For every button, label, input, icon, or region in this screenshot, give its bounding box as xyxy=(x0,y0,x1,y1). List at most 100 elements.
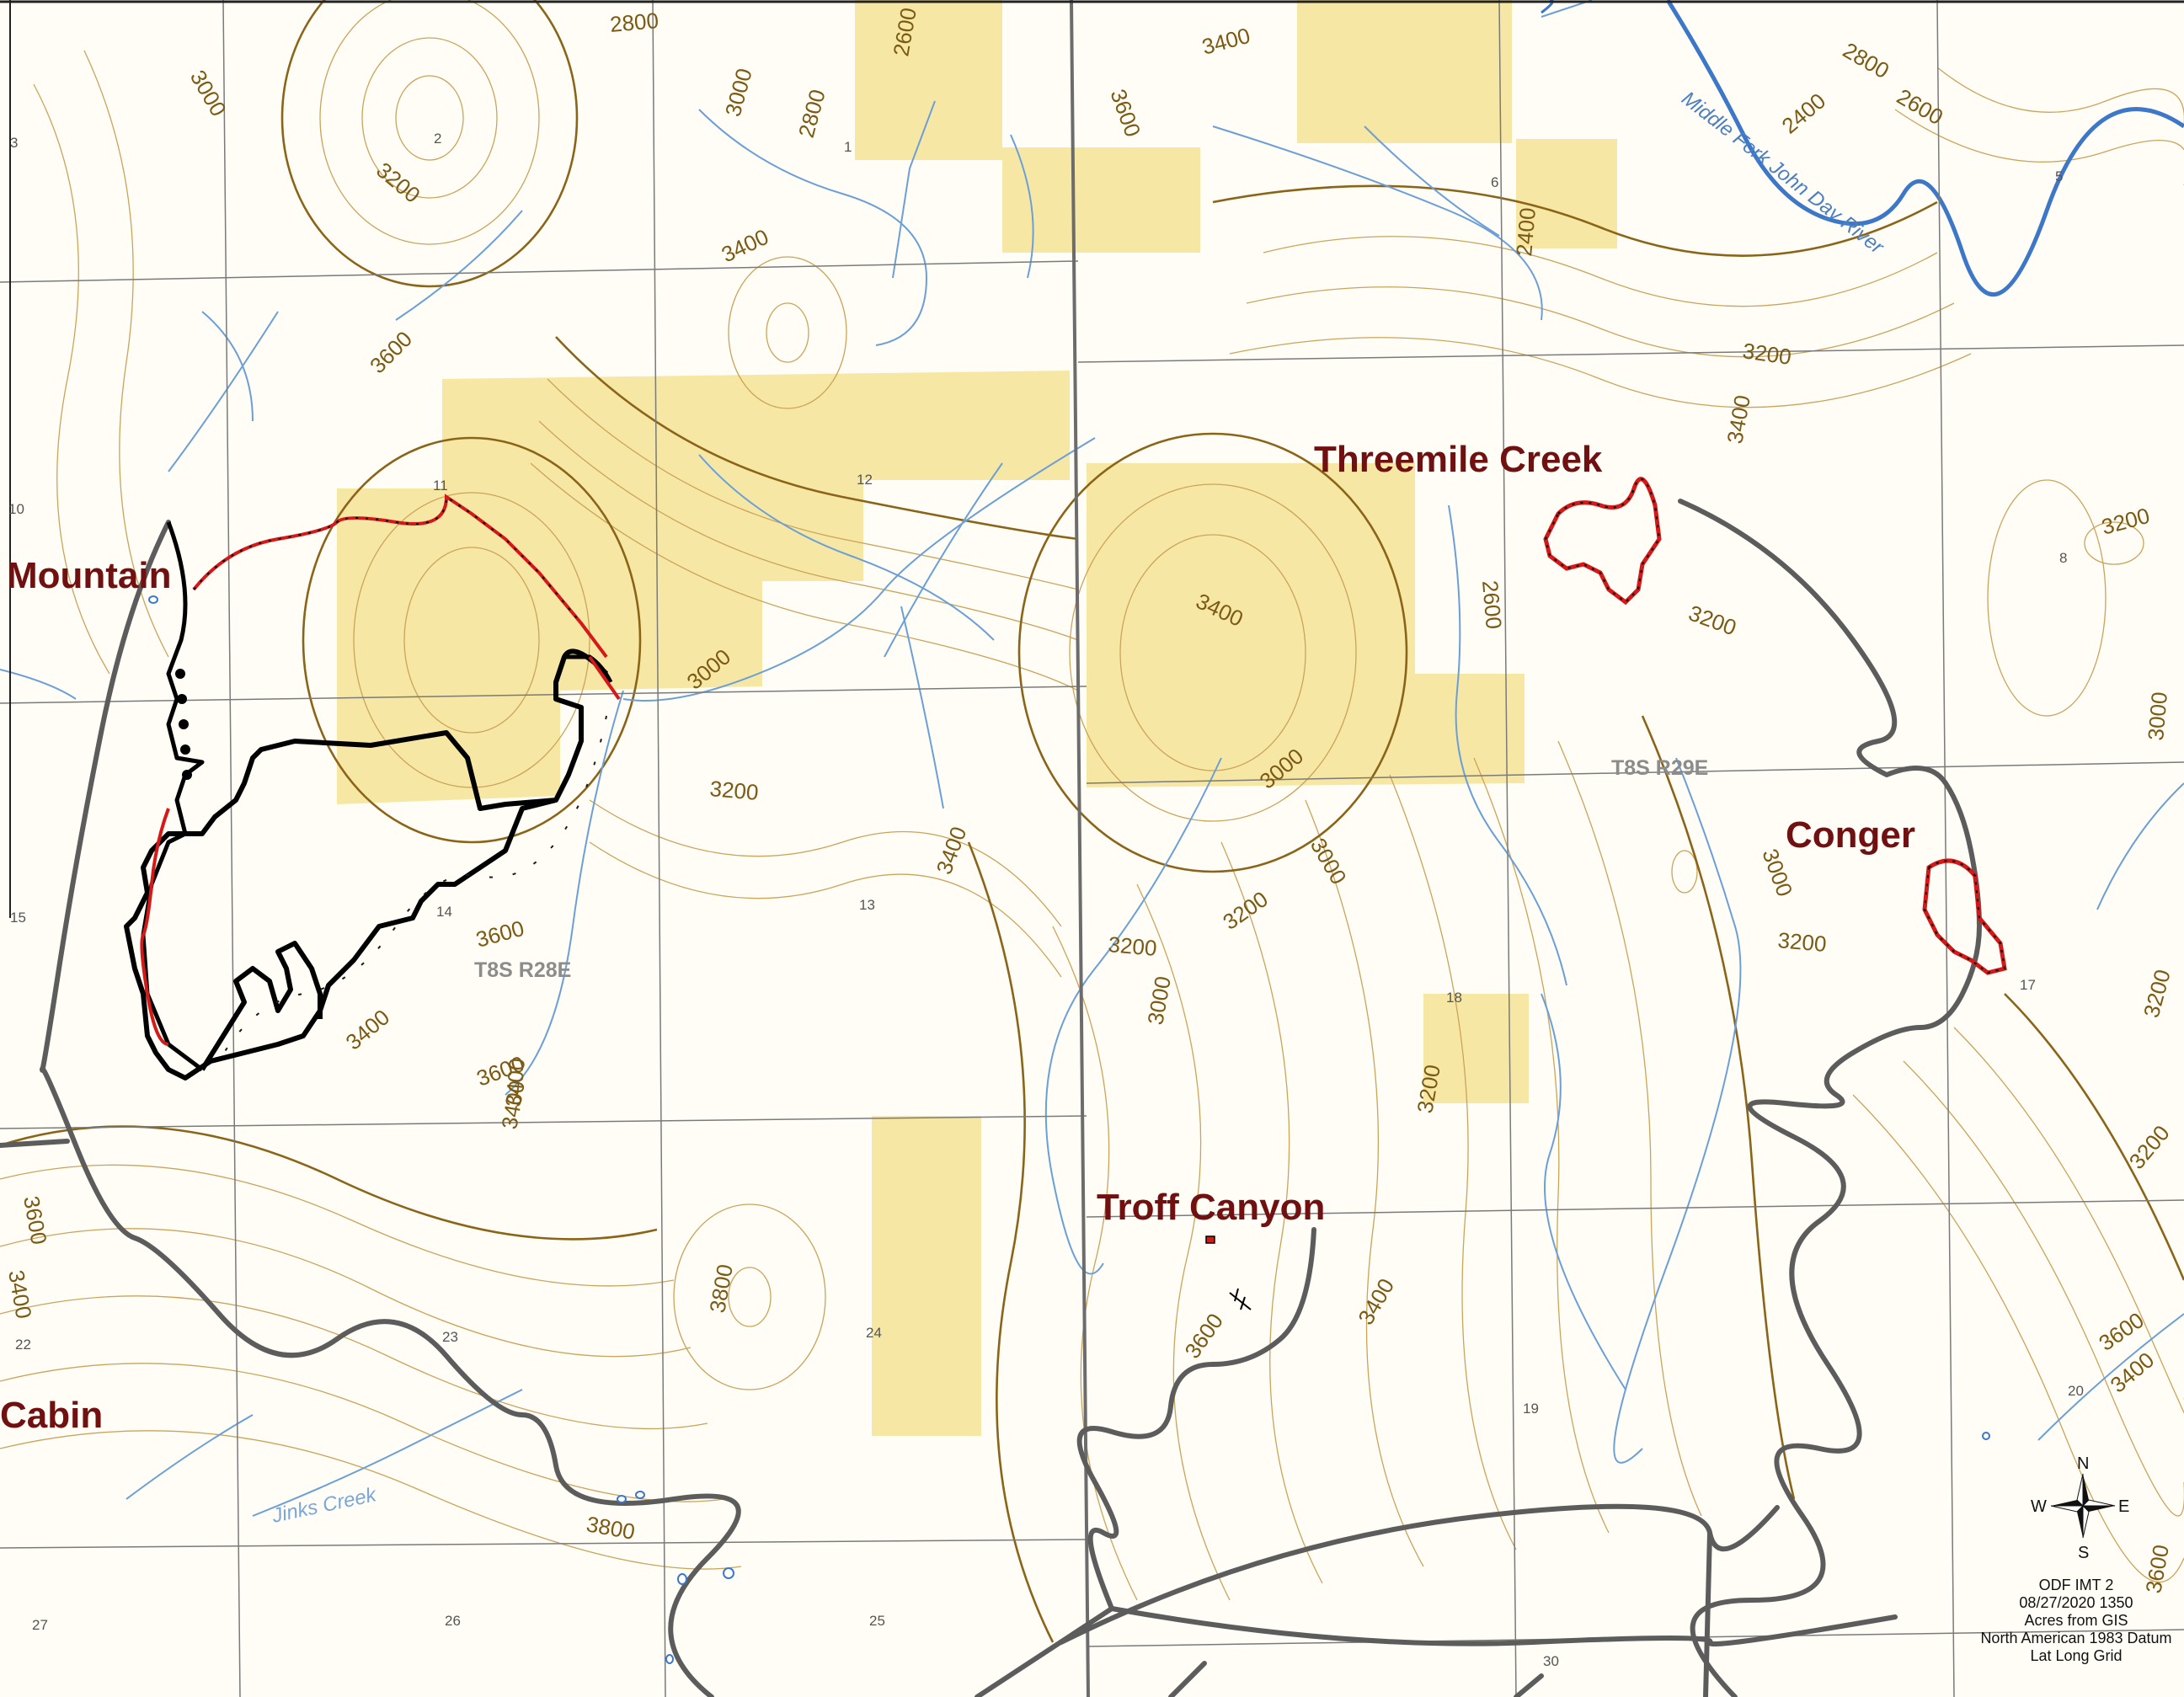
road xyxy=(1703,1530,1712,1697)
stream xyxy=(505,690,624,1096)
fire-perimeter-line xyxy=(141,521,205,1071)
fire-perimeter-line xyxy=(200,941,323,1071)
contour-line xyxy=(0,1295,708,1429)
stream xyxy=(1541,993,1626,1390)
compass-label-north: N xyxy=(2077,1454,2089,1473)
contour-line xyxy=(1389,774,1517,1550)
grid-line xyxy=(652,0,666,1697)
private-land-parcel xyxy=(1087,463,1525,787)
pond xyxy=(617,1495,627,1503)
index-contours xyxy=(0,0,2184,1643)
private-land-parcel xyxy=(1002,147,1200,253)
fire-line-hatch xyxy=(193,495,582,624)
troff-fire-perimeter xyxy=(1205,1235,1252,1310)
map-info-line: Acres from GIS xyxy=(2024,1612,2128,1629)
contour-label: 3000 xyxy=(2143,691,2172,741)
stream xyxy=(2096,782,2184,910)
contour-label: 3600 xyxy=(365,326,417,378)
contour-line xyxy=(728,1267,772,1327)
private-land-parcel xyxy=(337,371,1070,804)
fire-point xyxy=(177,694,187,704)
contour-label: 3200 xyxy=(2099,503,2153,540)
contour-line xyxy=(1987,479,2107,717)
section-number: 22 xyxy=(15,1337,31,1353)
map-info-line: 08/27/2020 1350 xyxy=(2019,1594,2133,1611)
pond xyxy=(148,595,158,604)
contour-line xyxy=(0,1363,725,1502)
compass-shade xyxy=(2050,1505,2085,1513)
stream xyxy=(622,437,1096,702)
stream xyxy=(252,1389,523,1517)
contour-label: 3800 xyxy=(704,1262,738,1315)
compass-shade xyxy=(2081,1499,2116,1507)
section-number: 11 xyxy=(433,478,448,494)
pond xyxy=(1982,1432,1990,1440)
contour-line xyxy=(2084,521,2144,565)
river xyxy=(1541,0,2184,296)
private-land-parcel xyxy=(855,0,1002,160)
section-number: 18 xyxy=(1446,990,1462,1006)
grid-line xyxy=(222,0,241,1697)
contour-line xyxy=(1052,926,1138,1601)
section-number: 2 xyxy=(434,131,441,147)
contour-line xyxy=(673,1203,826,1390)
fire-line-hatch xyxy=(1229,1288,1252,1310)
river-line xyxy=(1665,0,2184,296)
fire-line-red xyxy=(1205,1235,1215,1244)
contour-line xyxy=(1953,1027,2184,1415)
section-numbers: 3 2 1 6 5 10 11 12 8 15 14 13 18 17 22 2… xyxy=(8,131,2084,1669)
grid-line xyxy=(0,1539,1087,1549)
contour-line xyxy=(1069,483,1357,822)
contour-line xyxy=(1473,757,1610,1534)
contour-label: 2400 xyxy=(1777,88,1831,138)
stream xyxy=(1044,757,1222,1275)
map-info-line: Lat Long Grid xyxy=(2030,1647,2122,1664)
fire-line-hatch xyxy=(1544,478,1661,604)
contour-line xyxy=(728,256,847,409)
township-label: T8S R29E xyxy=(1611,756,1708,780)
contour-line xyxy=(33,83,110,675)
contour-label: 3600 xyxy=(2140,1543,2174,1595)
index-contour xyxy=(2004,993,2184,1281)
contour-line xyxy=(319,0,540,245)
grid-line xyxy=(1086,1199,2184,1218)
stream xyxy=(698,109,928,346)
contour-line xyxy=(1229,337,1972,408)
roads xyxy=(0,499,1982,1697)
township-label: T8S R28E xyxy=(474,958,571,982)
contour-label: 3200 xyxy=(2139,967,2176,1021)
conger-fire-perimeter xyxy=(1922,858,2007,975)
index-contour xyxy=(302,436,642,844)
index-contour xyxy=(1017,432,1408,873)
stream xyxy=(0,669,77,700)
private-land-parcel xyxy=(1297,0,1512,143)
contour-label: 3200 xyxy=(1741,338,1792,370)
grid-line xyxy=(0,1115,1087,1129)
contour-line xyxy=(1894,109,2184,185)
fire-line-red xyxy=(1543,477,1662,606)
section-number: 13 xyxy=(859,897,875,913)
contour-line xyxy=(589,799,1062,927)
contour-line xyxy=(0,1164,675,1287)
north-arrow: N S E W xyxy=(2031,1454,2129,1562)
section-number: 24 xyxy=(866,1325,882,1341)
contour-label: 3200 xyxy=(708,776,759,805)
private-land-parcel xyxy=(1423,994,1529,1103)
contour-label: 3000 xyxy=(1306,834,1352,889)
road xyxy=(1168,1661,1207,1697)
stream xyxy=(900,606,944,809)
contour-line xyxy=(1671,850,1698,894)
contour-label: 3400 xyxy=(500,1057,530,1107)
road xyxy=(1678,499,1982,1697)
section-number: 14 xyxy=(436,904,452,920)
contour-label: 3400 xyxy=(3,1268,37,1321)
contour-line xyxy=(395,75,464,161)
private-land-parcels xyxy=(337,0,1617,1436)
fire-label-mountain: Mountain xyxy=(7,555,172,596)
contour-label: 2800 xyxy=(1839,37,1893,83)
contour-line xyxy=(0,1228,692,1358)
pond xyxy=(665,1654,674,1664)
section-number: 25 xyxy=(869,1613,885,1629)
contour-label: 3200 xyxy=(1107,931,1157,961)
